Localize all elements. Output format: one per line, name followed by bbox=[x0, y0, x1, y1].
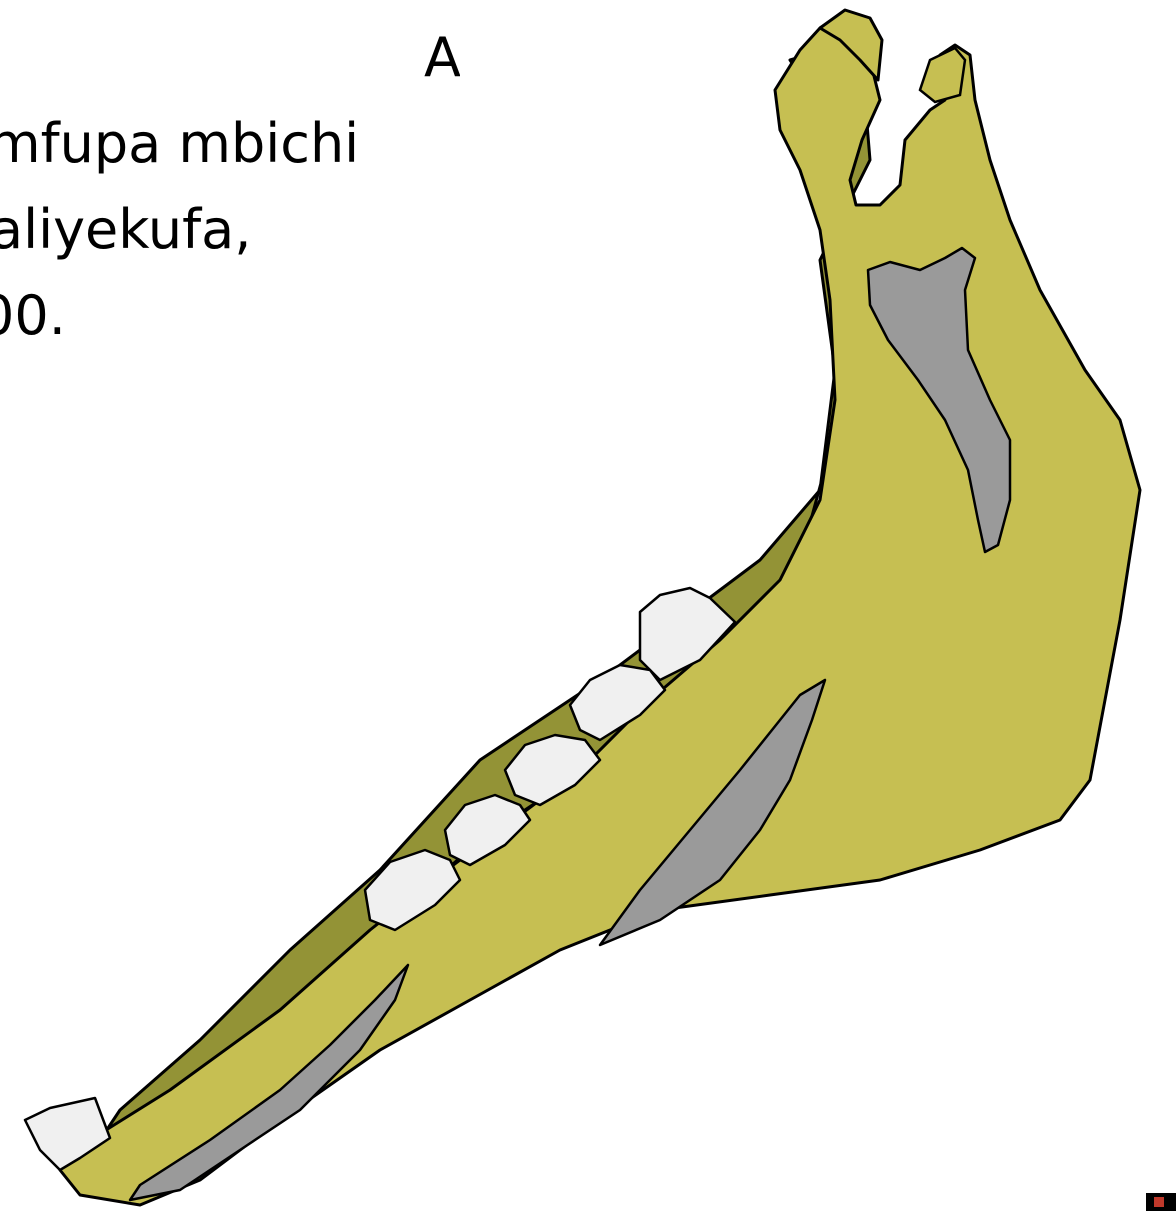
corner-badge-icon bbox=[1146, 1193, 1176, 1211]
condyle-notch bbox=[920, 48, 965, 102]
